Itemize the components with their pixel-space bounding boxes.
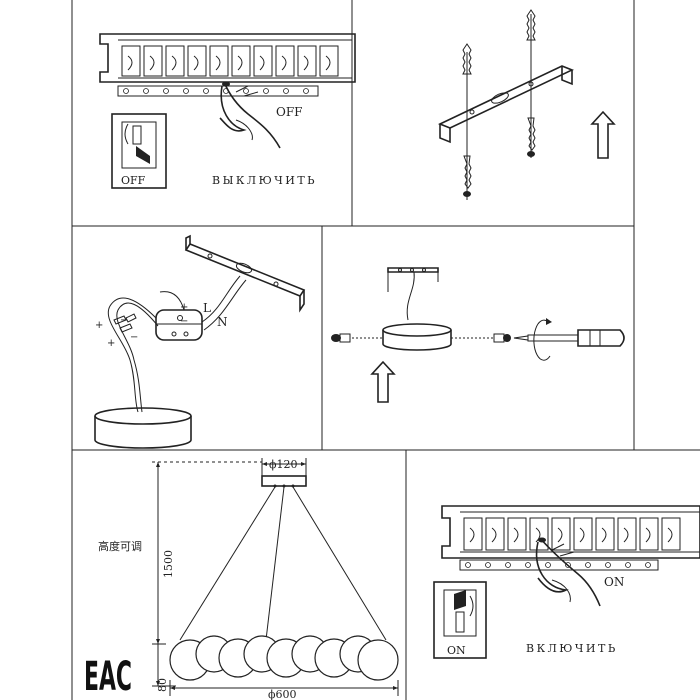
width-dimension — [169, 680, 399, 696]
base-height-value: 80 — [156, 678, 169, 692]
terminal-label-n: N — [217, 315, 228, 329]
arrow-up-icon — [590, 110, 616, 159]
polarity-minus-a: − — [130, 332, 138, 343]
panel-dimensions: ϕ120 1500 高度可调 — [84, 458, 399, 700]
hand-icon — [535, 537, 601, 607]
breaker-panel — [99, 33, 356, 97]
mounting-bracket — [184, 234, 306, 313]
caption-switch-off: ВЫКЛЮЧИТЬ — [212, 174, 317, 187]
polarity-minus-b: − — [120, 315, 128, 326]
off-label-hand: OFF — [276, 105, 303, 119]
polarity-minus-c: − — [180, 316, 188, 327]
mounting-bracket — [438, 65, 574, 144]
off-label-box: OFF — [121, 174, 146, 187]
wires — [107, 275, 247, 413]
screw-left-icon — [331, 333, 351, 343]
lamp-canopy — [382, 323, 452, 351]
polarity-plus-c: + — [180, 302, 188, 313]
switch-box-off — [111, 113, 167, 189]
panel-switch-off: OFF OFF ВЫКЛЮЧИТЬ — [99, 33, 356, 189]
panel-borders — [71, 0, 700, 700]
terminal-label-l: L — [203, 301, 211, 315]
screw-anchor-left-icon — [462, 43, 472, 200]
eac-cert-mark: EAC — [84, 654, 132, 700]
diameter-top-label: ϕ120 — [269, 458, 298, 471]
hand-icon — [219, 81, 281, 149]
height-value: 1500 — [162, 550, 175, 578]
polarity-plus-b: + — [107, 338, 115, 349]
ceiling-canopy — [261, 475, 307, 488]
breaker-panel — [441, 505, 700, 571]
polarity-plus-a: + — [95, 320, 103, 331]
arrow-up-icon — [370, 360, 396, 403]
screw-right-icon — [493, 333, 511, 343]
screwdriver-icon — [513, 329, 625, 347]
base-height-dimension — [152, 644, 176, 687]
panel-mount-bracket — [438, 9, 616, 200]
wire-connector-icon — [113, 313, 137, 333]
panel-fix-canopy — [331, 267, 625, 403]
on-label-box: ON — [447, 644, 466, 657]
globe-ring — [169, 635, 399, 681]
on-label-hand: ON — [604, 575, 624, 589]
diameter-bottom-label: ϕ600 — [268, 688, 297, 700]
switch-box-on — [433, 581, 487, 659]
terminal-block — [155, 309, 203, 341]
top-dimension — [261, 458, 307, 476]
rotate-icon — [533, 318, 552, 361]
panel-wiring: + − + − + − L N — [94, 234, 306, 449]
height-dimension — [152, 461, 262, 645]
height-adjustable-text: 高度可调 — [98, 539, 142, 553]
screw-anchor-right-icon — [526, 9, 536, 158]
suspension-cables — [179, 486, 387, 641]
lamp-canopy — [94, 407, 192, 449]
mounting-bracket — [387, 267, 439, 321]
caption-switch-on: ВКЛЮЧИТЬ — [526, 642, 618, 655]
panel-switch-on: ON ON ВКЛЮЧИТЬ — [433, 505, 700, 659]
